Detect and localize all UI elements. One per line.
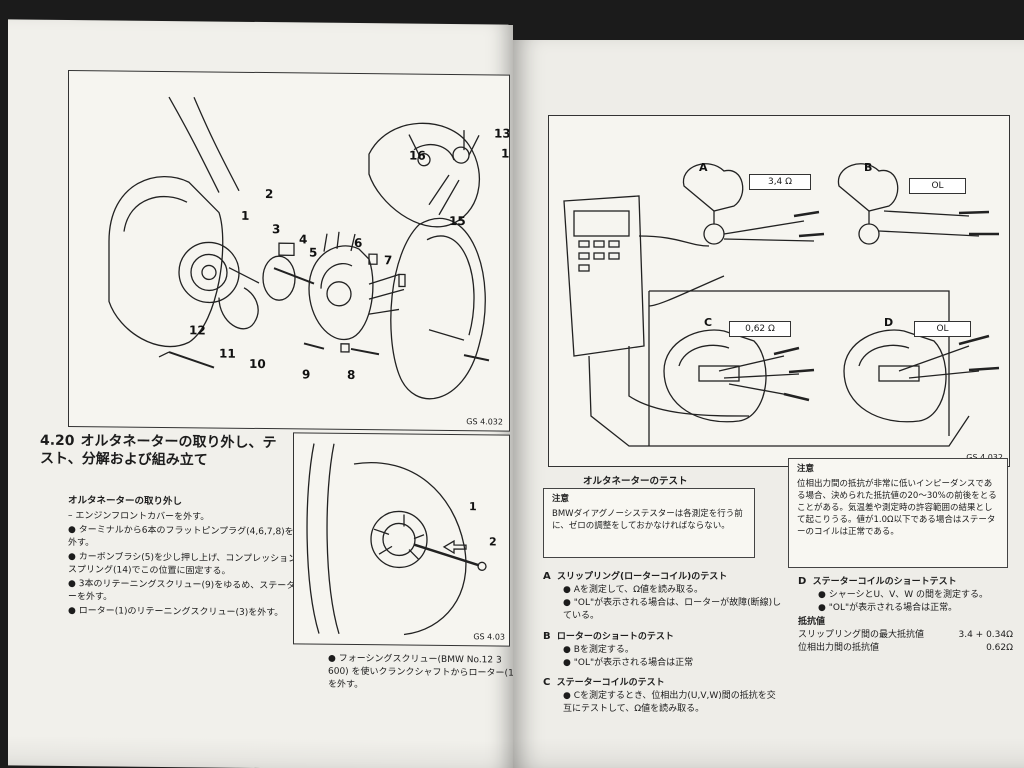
forcing-step: ● フォーシングスクリュー(BMW No.12 3 600) を使いクランクシャ… [328,653,518,691]
figure-caption: GS 4.032 [966,453,1003,462]
rotor-removal-drawing: 1 2 [306,443,497,636]
list-item: – エンジンフロントカバーを外す。 [68,510,210,523]
test-line: ● "OL"が表示される場合は、ローターが故障(断線)している。 [563,598,782,621]
table-row: スリップリング間の最大抵抗値 3.4 + 0.34Ω [798,629,1013,642]
test-c: C ステーターコイルのテスト ● Cを測定するとき、位相出力(U,V,W)間の抵… [543,676,783,716]
note-text: BMWダイアグノーシステスターは各測定を行う前に、ゼロの調整をしておかなければな… [552,509,743,531]
test-label: D [798,576,807,587]
panel-label: B [864,161,872,174]
test-title: ローターのショートのテスト [556,632,674,642]
figure-label: 11 [219,347,236,361]
figure-label: 2 [265,187,273,201]
note-box-zero: 注意 BMWダイアグノーシステスターは各測定を行う前に、ゼロの調整をしておかなけ… [543,488,755,558]
figure-caption: GS 4.03 [473,632,505,642]
figure-caption: GS 4.032 [466,417,503,427]
reading-d: OL [914,321,971,337]
test-a: A スリップリング(ローターコイル)のテスト ● Aを測定して、Ω値を読み取る。… [543,570,783,623]
figure-label: 13 [494,126,509,140]
figure-label: 1 [241,209,249,223]
reading-a: 3,4 Ω [749,174,811,190]
note-text: 位相出力間の抵抗が非常に低いインピーダンスである場合、決められた抵抗値の20～3… [797,479,997,537]
figure-label: 12 [189,323,206,337]
test-line: ● "OL"が表示される場合は正常。 [818,603,958,613]
removal-heading: オルタネーターの取り外し [68,494,183,508]
figure-label: 8 [347,368,355,382]
figure-label: 3 [272,222,280,236]
alternator-test-figure: A B C D 3,4 Ω OL 0,62 Ω OL GS 4.032 [548,115,1010,467]
panel-label: A [699,161,708,174]
figure-label: 6 [354,236,362,250]
reading-c: 0,62 Ω [729,321,791,337]
test-title: ステーターコイルのテスト [556,678,665,688]
alternator-test-drawing: A B C D [563,161,1000,447]
resistance-name: スリップリング間の最大抵抗値 [798,630,925,640]
note-box-impedance: 注意 位相出力間の抵抗が非常に低いインピーダンスである場合、決められた抵抗値の2… [788,458,1008,568]
list-item: ● 3本のリテーニングスクリュー(9)をゆるめ、ステーターを外す。 [68,578,296,603]
figure-label: 15 [449,214,466,228]
figure-label: 7 [384,253,392,267]
resistance-value: 3.4 + 0.34Ω [958,630,1014,640]
panel-label: C [704,316,712,329]
test-title: スリップリング(ローターコイル)のテスト [557,572,728,582]
test-title: ステーターコイルのショートテスト [812,577,957,587]
right-page: A B C D 3,4 Ω OL 0,62 Ω OL GS 4.032 オルタネ… [513,40,1024,768]
test-line: ● Cを測定するとき、位相出力(U,V,W)間の抵抗を交互にテストして、Ω値を読… [563,691,776,714]
left-page: 1 2 3 4 5 6 7 8 9 10 11 12 13 14 15 16 [8,19,517,768]
alternator-exploded-figure: 1 2 3 4 5 6 7 8 9 10 11 12 13 14 15 16 [68,69,510,432]
test-label: B [543,631,551,642]
figure-label: 16 [409,149,426,163]
figure-label: 5 [309,246,317,260]
test-line: ● "OL"が表示される場合は正常 [563,658,694,668]
note-title: 注意 [797,464,815,474]
figure-label: 14 [501,147,509,161]
table-row: 位相出力間の抵抗値 0.62Ω [798,642,1013,655]
test-label: A [543,571,551,582]
reading-b: OL [909,178,966,194]
test-line: ● シャーシとU、V、W の間を測定する。 [818,590,989,600]
figure-label: 2 [489,535,497,548]
list-item: ● ターミナルから6本のフラットピンプラグ(4,6,7,8)を外す。 [68,524,294,549]
test-line: ● Bを測定する。 [563,645,634,655]
resistance-table: 抵抗値 スリップリング間の最大抵抗値 3.4 + 0.34Ω 位相出力間の抵抗値… [798,616,1013,655]
page-shadow [513,738,1024,768]
test-b: B ローターのショートのテスト ● Bを測定する。 ● "OL"が表示される場合… [543,630,783,670]
rotor-removal-figure: 1 2 GS 4.03 [293,432,510,647]
section-number: 4.20 [40,432,75,450]
page-shadow [8,735,513,768]
figure-label: 9 [302,367,310,381]
panel-label: D [884,316,893,329]
alternator-exploded-drawing: 1 2 3 4 5 6 7 8 9 10 11 12 13 14 15 16 [108,96,509,400]
resistance-heading: 抵抗値 [798,617,826,627]
note-title: 注意 [552,494,570,504]
list-item: ● ローター(1)のリテーニングスクリュー(3)を外す。 [68,605,284,619]
list-item: ● カーボンブラシ(5)を少し押し上げ、コンプレッションスプリング(14)でこの… [68,551,298,577]
resistance-name: 位相出力間の抵抗値 [798,643,880,653]
test-heading: オルタネーターのテスト [583,476,688,487]
test-d: D ステーターコイルのショートテスト ● シャーシとU、V、W の間を測定する。… [798,575,1013,615]
test-line: ● Aを測定して、Ω値を読み取る。 [563,585,704,595]
resistance-value: 0.62Ω [986,643,1013,653]
figure-label: 4 [299,232,307,246]
figure-label: 1 [469,500,477,513]
removal-steps: – エンジンフロントカバーを外す。 ● ターミナルから6本のフラットピンプラグ(… [68,510,298,621]
section-title-text: オルタネーターの取り外し、テスト、分解および組み立て [40,433,277,469]
figure-label: 10 [249,357,266,371]
test-label: C [543,677,551,688]
